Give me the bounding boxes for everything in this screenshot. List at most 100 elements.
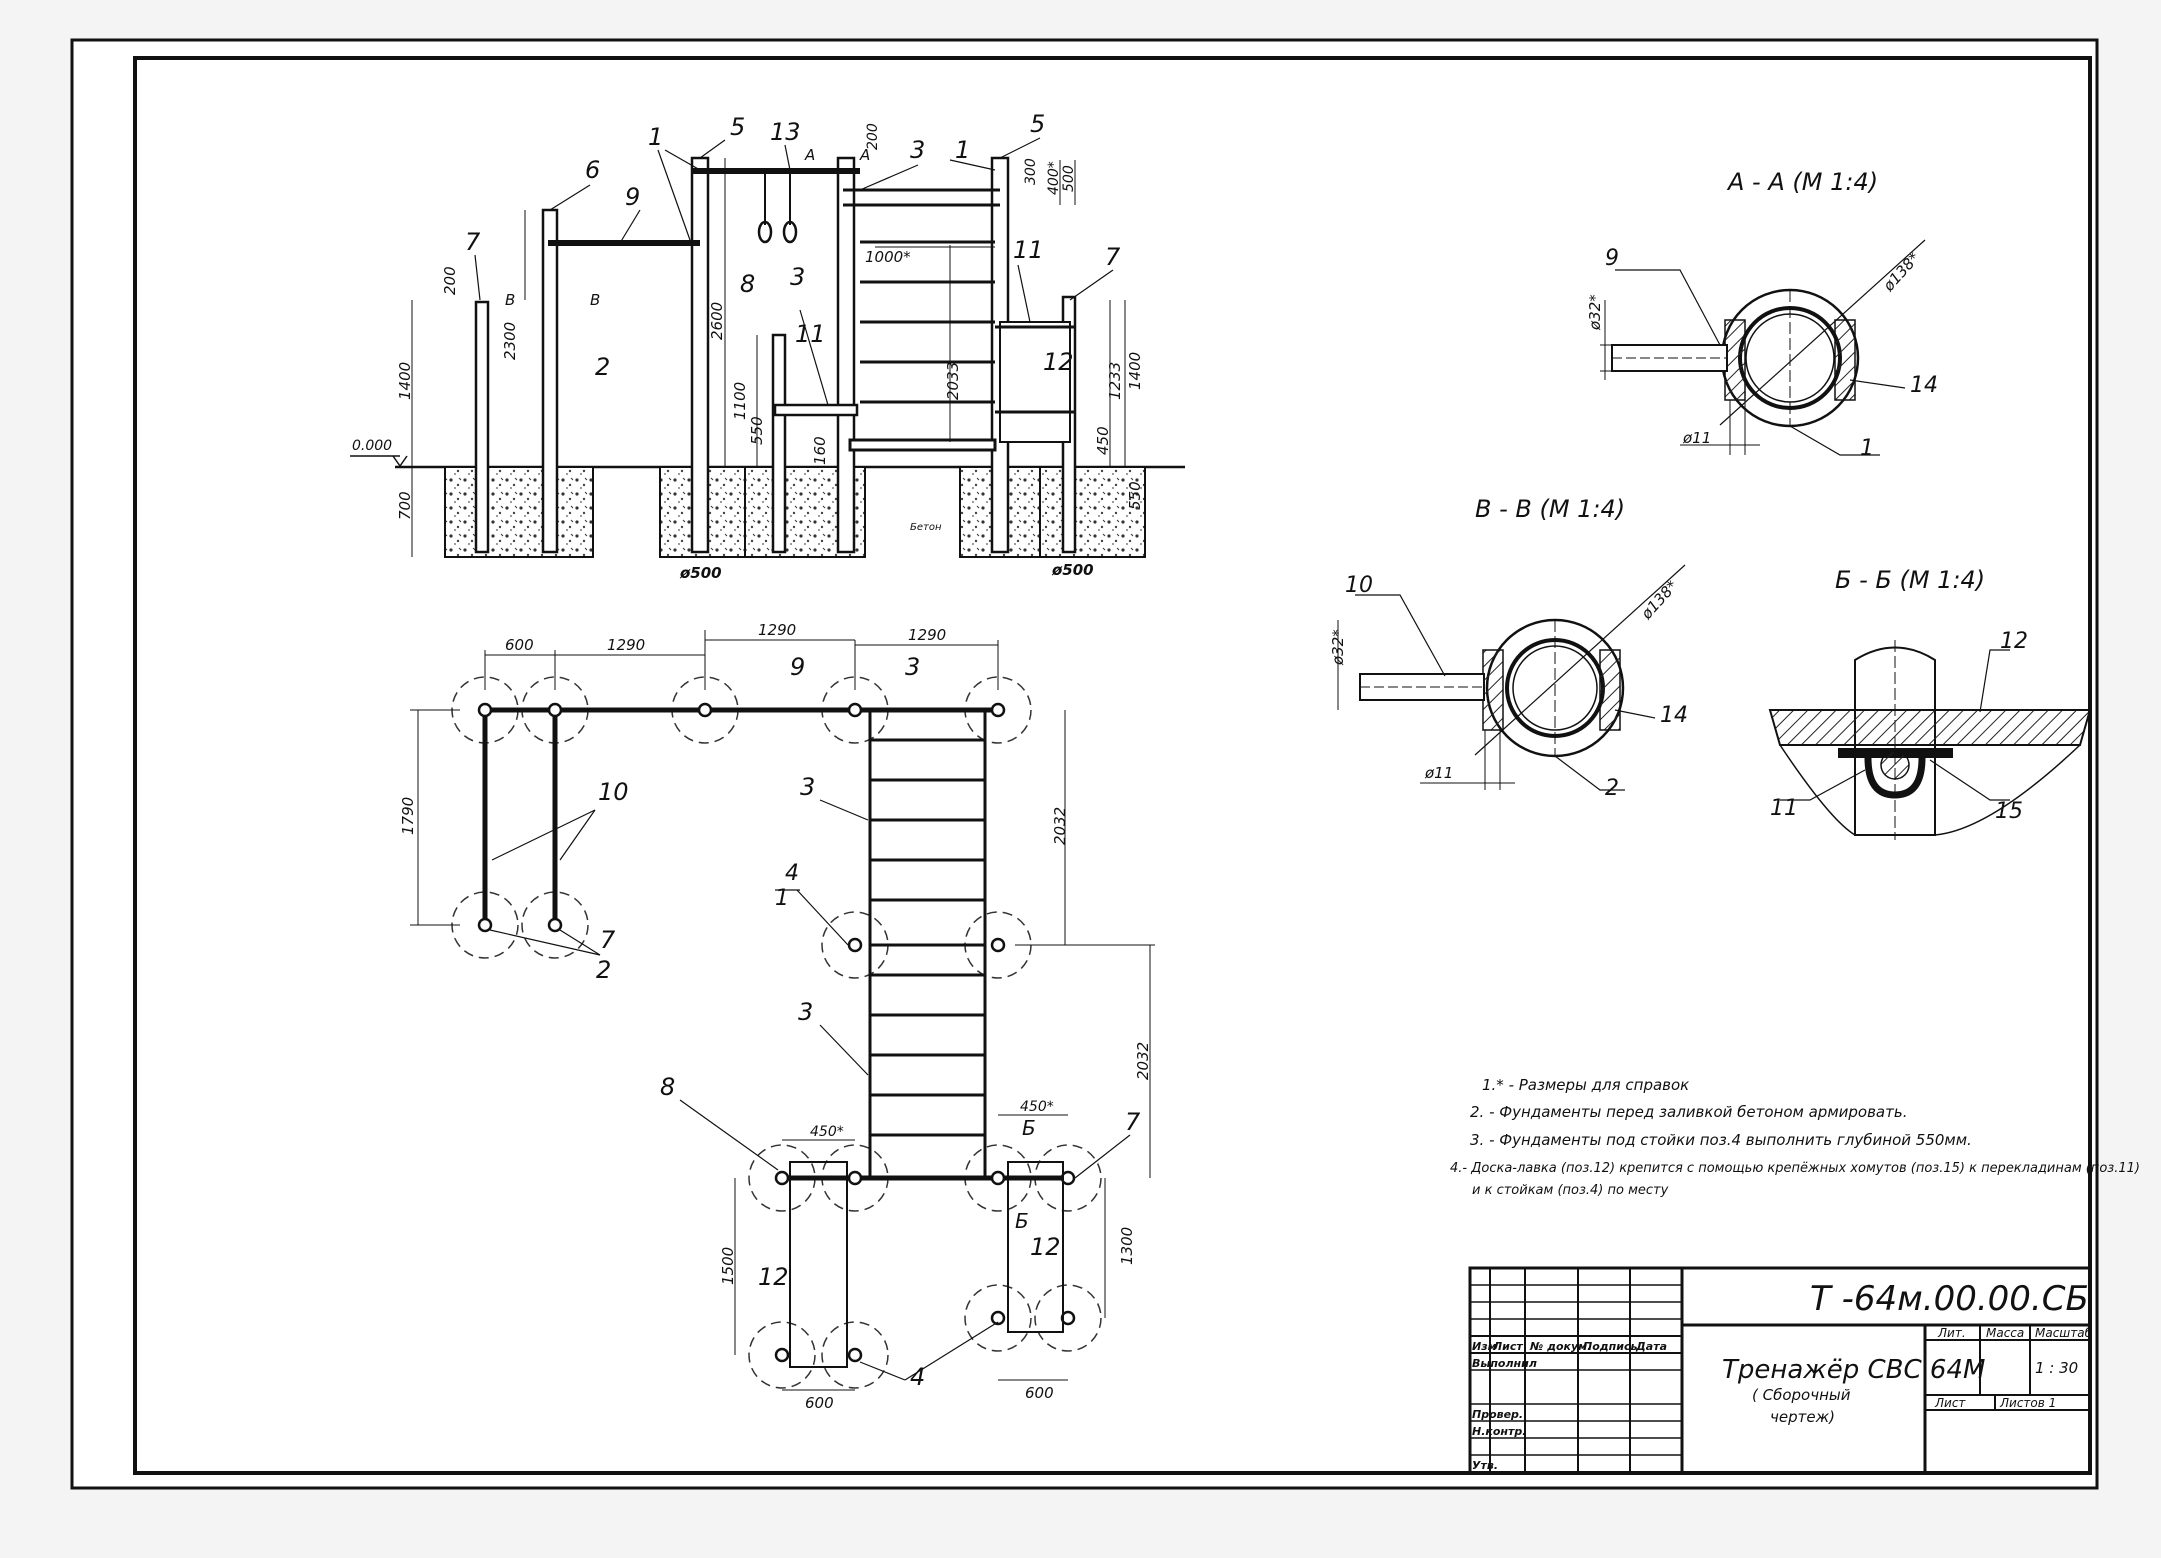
dim-label: 600 (505, 636, 534, 654)
dim-label: ø11 (1424, 764, 1453, 782)
bench-left-elevation (773, 403, 859, 417)
plan-leaders (489, 799, 1131, 1381)
tb-scale-label: Масштаб (2035, 1326, 2093, 1340)
dim-label: ø32* (1329, 629, 1347, 666)
bench-12-left (789, 1161, 848, 1368)
pos-label: 14 (1910, 373, 1938, 398)
sheet-outer-frame (70, 38, 2099, 1490)
tb-col-header: Изм (1472, 1340, 1497, 1353)
dim-label: 600 (1025, 1384, 1054, 1402)
dim-label: 1290 (607, 636, 645, 654)
section-vv: В - В (М 1:4) 10 ø32* ø138* 14 ø11 2 (1329, 495, 1688, 801)
section-bb: Б - Б (М 1:4) 11 15 12 (1768, 566, 2092, 840)
section-title: В - В (М 1:4) (1475, 495, 1625, 523)
pos-label: 2 (596, 956, 611, 984)
dim-label: 160 (811, 436, 829, 465)
pos-label: 3 (798, 998, 813, 1026)
pos-label: 1 (775, 886, 789, 911)
section-mark-b: Б (1015, 1209, 1029, 1233)
dim-label: 1790 (399, 797, 417, 835)
dim-label: ø32* (1586, 294, 1604, 331)
plan-dims (410, 630, 1155, 1391)
cut-mark-v: В (505, 291, 515, 309)
dim-label: 1300 (1118, 1227, 1136, 1265)
dim-label: 2032 (1134, 1042, 1152, 1080)
dim-label: 1400 (1126, 352, 1144, 390)
tb-col-header: Дата (1635, 1340, 1667, 1353)
pos-label: 12 (2000, 629, 2028, 654)
pos-label: 10 (1345, 573, 1373, 598)
pos-label: 4 (785, 861, 799, 886)
pos-label: 12 (1030, 1233, 1061, 1261)
tb-col-header: Лист (1492, 1340, 1523, 1353)
ladder-elevation (843, 188, 1000, 452)
tb-role: Утв. (1472, 1459, 1498, 1472)
section-mark-b: Б (1022, 1116, 1036, 1140)
section-title: Б - Б (М 1:4) (1835, 566, 1985, 594)
pos-label: 8 (740, 270, 755, 298)
pos-label: 11 (1770, 796, 1798, 821)
pos-label: 7 (465, 228, 481, 256)
dim-label: 1233 (1106, 362, 1124, 400)
pos-label: 1 (1860, 436, 1874, 461)
concrete-label: Бетон (910, 522, 942, 533)
tb-role: Провер. (1472, 1408, 1523, 1421)
foundation-left (444, 466, 594, 558)
dim-label: 1100 (731, 382, 749, 420)
plan-view: 600 1290 1290 1290 1790 2032 2032 1500 1… (399, 621, 1155, 1412)
plan-ladder (868, 710, 987, 1178)
dim-label: 2032 (1051, 807, 1069, 845)
doc-name: Тренажёр СВС 64М (1722, 1355, 1985, 1385)
notes: 1.* - Размеры для справок 2. - Фундамент… (1450, 1076, 2140, 1198)
cut-mark-a: A (859, 146, 870, 164)
pos-label: 1 (955, 136, 970, 164)
dim-label: 450 (1094, 426, 1112, 455)
pos-label: 15 (1995, 799, 2023, 824)
elevation-dims (411, 158, 1126, 558)
elevation-view: 0.000 1 5 13 3 1 5 6 9 7 7 2 8 11 (350, 110, 1185, 582)
dim-label: 600 (805, 1394, 834, 1412)
dim-label: 2600 (708, 302, 726, 340)
dim-label: 200 (865, 123, 881, 150)
dim-label: 2033 (944, 362, 962, 400)
pos-label: 13 (770, 118, 801, 146)
plan-bars (482, 707, 1068, 1181)
dim-label: 1290 (758, 621, 796, 639)
pos-label: 12 (758, 1263, 789, 1291)
dim-label: 500 (1061, 165, 1077, 192)
pos-label: 7 (1125, 1108, 1141, 1136)
pos-label: 11 (1013, 236, 1044, 264)
pos-label: 3 (800, 773, 815, 801)
pos-label: 14 (1660, 703, 1688, 728)
dim-label: ø500 (1051, 561, 1094, 579)
pos-label: 5 (1030, 110, 1045, 138)
pos-label: 2 (595, 353, 610, 381)
pos-label: 7 (1105, 243, 1121, 271)
tb-mass-label: Масса (1986, 1326, 2024, 1340)
pos-label: 9 (625, 183, 640, 211)
pos-label: 9 (1605, 246, 1619, 271)
bench-right-elevation (999, 321, 1071, 443)
cut-mark-v: В (590, 291, 600, 309)
bench-12-right (1007, 1161, 1064, 1333)
doc-name-sub: чертеж) (1770, 1408, 1835, 1426)
dim-label: 550 (1126, 481, 1144, 510)
section-title: А - А (М 1:4) (1726, 168, 1878, 196)
dim-label: 300 (1023, 158, 1039, 185)
title-block (1468, 1266, 2092, 1475)
tb-scale-value: 1 : 30 (2035, 1359, 2078, 1377)
section-aa: А - А (М 1:4) 9 ø32* ø138* 14 ø11 1 (1586, 168, 1938, 461)
pos-label: 5 (730, 113, 745, 141)
zero-mark: 0.000 (352, 438, 392, 454)
pos-label: 12 (1043, 348, 1074, 376)
dim-label: 450* (1020, 1099, 1054, 1115)
doc-name-sub: ( Сборочный (1752, 1386, 1851, 1404)
ring-right (782, 220, 798, 244)
elevation-leaders (474, 137, 1114, 406)
dim-label: 1290 (908, 626, 946, 644)
pos-label: 3 (790, 263, 805, 291)
pos-label: 3 (905, 653, 920, 681)
dim-label: 450* (810, 1124, 844, 1140)
dim-label: 700 (396, 491, 414, 520)
pos-label: 4 (910, 1363, 925, 1391)
